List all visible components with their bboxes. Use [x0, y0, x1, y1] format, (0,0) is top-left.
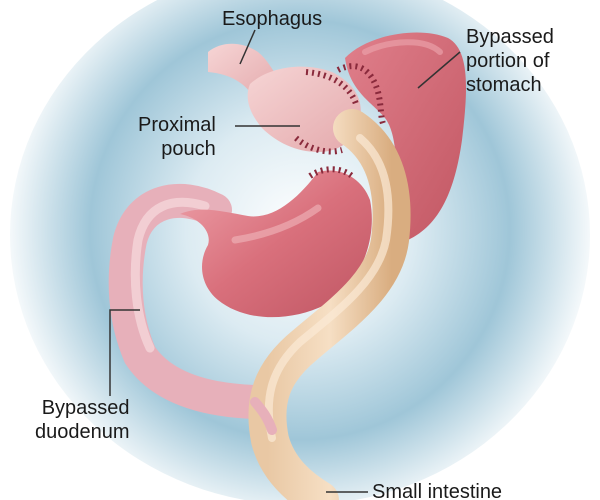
duodenum-highlight: [130, 197, 210, 353]
leader-bypassed-stomach: [417, 51, 461, 89]
small-intestine-label-line: Small intestine: [372, 481, 503, 500]
bypassed-stomach-highlight: [362, 39, 443, 55]
bypassed-stomach-label: Bypassed portion of stomach: [466, 25, 554, 97]
lower-stomach-staple-line: [308, 166, 354, 179]
proximal-pouch-label-line-1: Proximal: [138, 114, 216, 136]
bypassed-stomach-staple-line: [336, 63, 387, 128]
proximal-pouch-label: Proximal pouch: [138, 113, 216, 161]
bypassed-stomach-label-line-2: portion of: [466, 50, 550, 72]
bypassed-stomach-label-line-1: Bypassed: [466, 26, 554, 48]
bypassed-duodenum-label-line-1: Bypassed: [41, 397, 130, 419]
bypassed-duodenum-label: Bypassed duodenum: [35, 396, 130, 444]
leader-esophagus: [239, 29, 256, 65]
proximal-pouch-staple-line: [305, 69, 359, 106]
esophagus-label: Esophagus: [222, 7, 322, 31]
bypassed-stomach-shape: [345, 32, 467, 241]
small-intestine-highlight: [264, 134, 393, 442]
esophagus-label-line: Esophagus: [222, 8, 323, 30]
proximal-pouch-label-line-2: pouch: [161, 138, 216, 160]
small-intestine-anastomosis: [250, 397, 277, 435]
proximal-pouch-shape: [247, 66, 361, 152]
bypassed-duodenum-label-line-2: duodenum: [35, 421, 130, 443]
small-intestine-label: Small intestine: [372, 480, 502, 500]
lower-stomach-shape: [180, 170, 372, 318]
leader-lines: [109, 29, 461, 493]
bypassed-stomach-label-line-3: stomach: [466, 74, 542, 96]
leader-bypassed-duodenum: [109, 309, 140, 396]
lower-stomach-highlight: [231, 204, 322, 244]
